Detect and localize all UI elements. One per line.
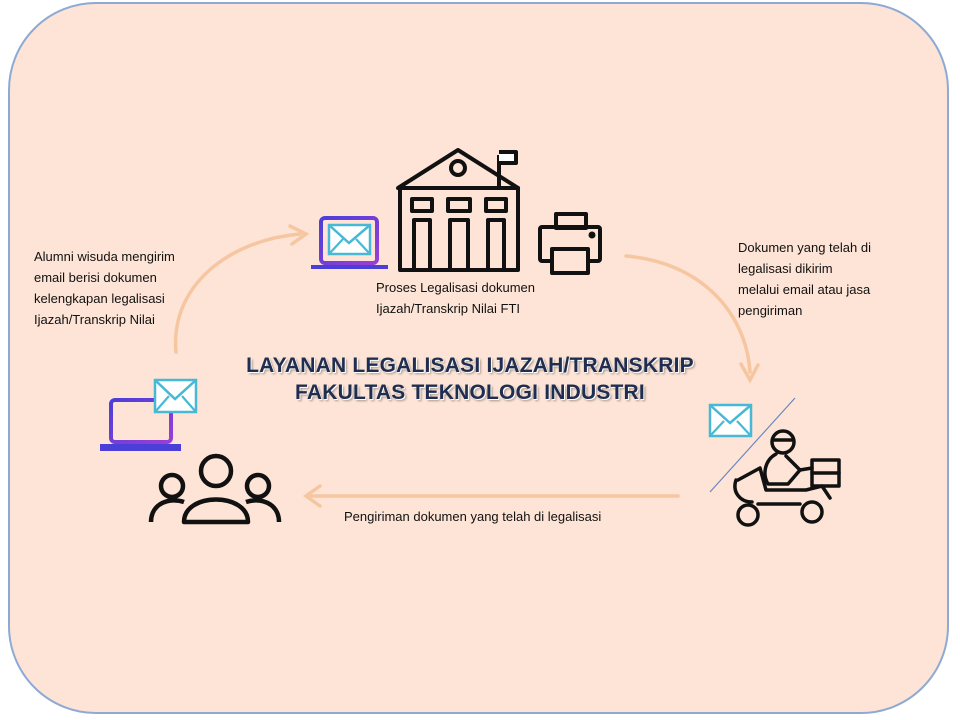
diagram-background: [8, 2, 949, 714]
printer-icon: [538, 212, 602, 275]
step-return-text: Pengiriman dokumen yang telah di legalis…: [344, 509, 602, 524]
email-icon: [327, 223, 372, 256]
arrow-courier-to-alumni: [302, 484, 680, 508]
step-process-text: Proses Legalisasi dokumen Ijazah/Transkr…: [376, 280, 535, 316]
building-icon: [396, 148, 520, 272]
diagram-title: LAYANAN LEGALISASI IJAZAH/TRANSKRIP FAKU…: [200, 352, 740, 406]
email-icon-alumni: [153, 378, 198, 414]
email-icon-courier: [708, 403, 753, 438]
laptop-icon: [311, 216, 388, 269]
step-delivery-method-text: Dokumen yang telah di legalisasi dikirim…: [738, 240, 871, 318]
courier-scooter-icon: [733, 429, 841, 527]
arrow-alumni-to-process: [173, 224, 310, 354]
arrow-process-to-courier: [624, 254, 760, 384]
title-line-2: FAKULTAS TEKNOLOGI INDUSTRI: [295, 381, 645, 404]
step-alumni-send-text: Alumni wisuda mengirim email berisi doku…: [34, 249, 175, 327]
title-line-1: LAYANAN LEGALISASI IJAZAH/TRANSKRIP: [246, 354, 694, 377]
laptop-icon-alumni: [100, 398, 181, 451]
divider-line: [709, 397, 796, 493]
people-group-icon: [148, 453, 282, 525]
